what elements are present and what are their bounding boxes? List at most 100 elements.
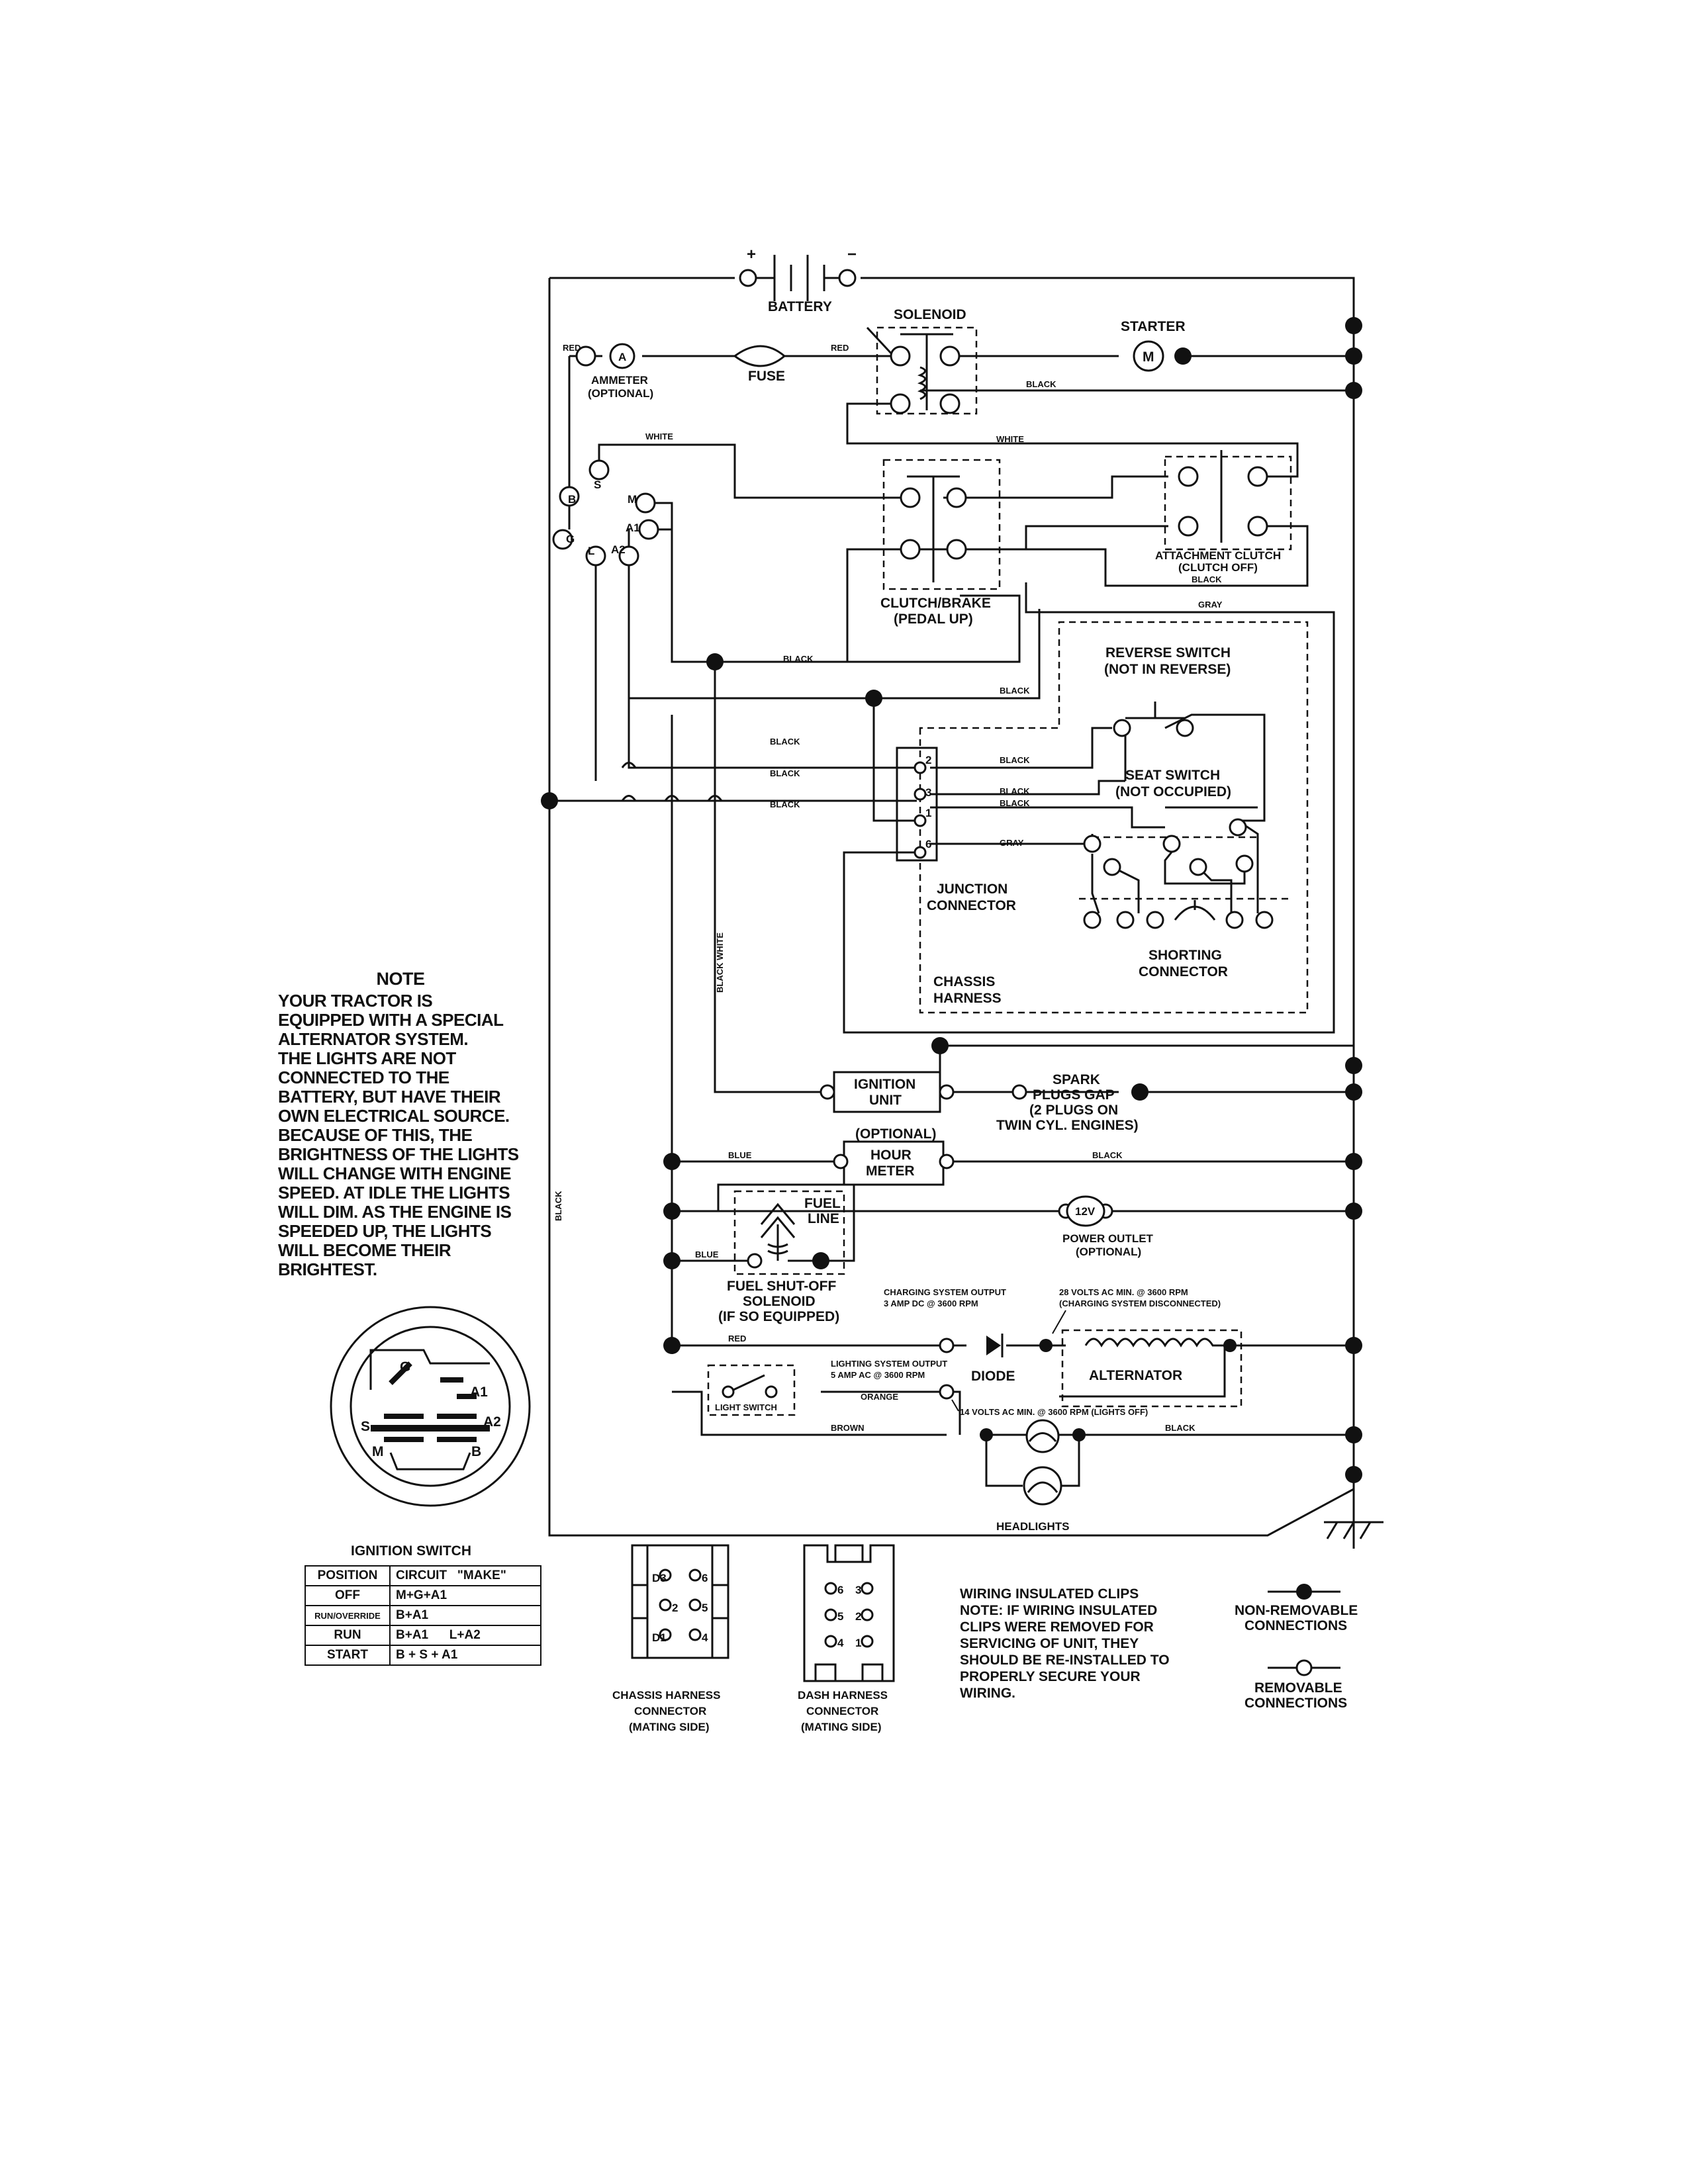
row-circuit: B+A1 L+A2 bbox=[389, 1625, 541, 1646]
diode-label: DIODE bbox=[971, 1369, 1015, 1384]
note-line: WILL DIM. AS THE ENGINE IS bbox=[278, 1202, 512, 1222]
fuel-line-label-1: FUEL bbox=[804, 1196, 841, 1211]
wiring-note-line-1: WIRING INSULATED CLIPS bbox=[960, 1586, 1139, 1602]
wiring-note-line-5: SHOULD BE RE-INSTALLED TO bbox=[960, 1653, 1170, 1668]
face-label-m: M bbox=[372, 1444, 384, 1459]
note-line: WILL BECOME THEIR bbox=[278, 1240, 451, 1260]
ammeter-symbol: A bbox=[618, 351, 626, 363]
wire-label-black-6: BLACK bbox=[770, 768, 800, 778]
junction-connector: 2 3 1 6 JUNCTION CONNECTOR bbox=[896, 747, 1016, 913]
note-line: SPEEDED UP, THE LIGHTS bbox=[278, 1221, 492, 1241]
connection-legend: NON-REMOVABLE CONNECTIONS REMOVABLE CONN… bbox=[1235, 1584, 1358, 1711]
wire-label-gray-1: GRAY bbox=[1198, 600, 1223, 610]
note-title: NOTE bbox=[376, 969, 425, 989]
row-position: START bbox=[305, 1645, 391, 1666]
light-switch-label: LIGHT SWITCH bbox=[715, 1402, 777, 1412]
legend-non-removable-1: NON-REMOVABLE bbox=[1235, 1603, 1358, 1618]
alternator-label: ALTERNATOR bbox=[1089, 1368, 1182, 1383]
ign-terminal-a1: A1 bbox=[626, 522, 640, 534]
row-circuit: B+A1 bbox=[389, 1605, 541, 1626]
wire-label-white-1: WHITE bbox=[645, 432, 673, 441]
wire-label-black-8: BLACK bbox=[1000, 755, 1030, 765]
chassis-connector-label-3: (MATING SIDE) bbox=[629, 1721, 710, 1733]
chassis-pin-6: 6 bbox=[702, 1572, 708, 1584]
main-wiring bbox=[548, 277, 1355, 1549]
dash-connector-label-2: CONNECTOR bbox=[806, 1705, 878, 1717]
hour-meter: (OPTIONAL) HOUR METER bbox=[833, 1126, 955, 1186]
row-circuit-value: B + S + A1 bbox=[396, 1648, 458, 1662]
solenoid-label: SOLENOID bbox=[894, 307, 966, 322]
lighting-output-label-2: 5 AMP AC @ 3600 RPM bbox=[831, 1370, 925, 1380]
chassis-harness: CHASSIS HARNESS bbox=[919, 621, 1309, 1014]
face-label-b: B bbox=[471, 1444, 481, 1459]
dash-pin-5: 5 bbox=[837, 1610, 843, 1623]
row-circuit-value: M+G+A1 bbox=[396, 1588, 447, 1602]
table-header-row: POSITION CIRCUIT "MAKE" bbox=[305, 1565, 541, 1586]
wire-label-black-2: BLACK bbox=[1192, 574, 1222, 584]
wire-label-black-12: BLACK bbox=[1165, 1423, 1196, 1433]
spark-label-2: PLUGS GAP bbox=[1033, 1087, 1115, 1103]
row-circuit-value: B+A1 bbox=[396, 1608, 429, 1622]
chassis-pin-2: 2 bbox=[672, 1602, 678, 1614]
seat-switch-sub: (NOT OCCUPIED) bbox=[1115, 784, 1231, 799]
fuel-solenoid-label-3: (IF SO EQUIPPED) bbox=[718, 1309, 839, 1324]
dash-pin-2: 2 bbox=[855, 1610, 861, 1623]
spark-label-1: SPARK bbox=[1053, 1072, 1100, 1087]
fuel-shutoff-solenoid: FUEL LINE FUEL SHUT-OFF SOLENOID (IF SO … bbox=[718, 1190, 845, 1324]
legend-removable-1: REMOVABLE bbox=[1254, 1680, 1342, 1696]
spark-label-4: TWIN CYL. ENGINES) bbox=[996, 1118, 1139, 1133]
ignition-unit: IGNITION UNIT bbox=[820, 1071, 955, 1113]
chassis-pin-5: 5 bbox=[702, 1602, 708, 1614]
lighting-output: LIGHTING SYSTEM OUTPUT 5 AMP AC @ 3600 R… bbox=[831, 1359, 1148, 1417]
note-line: THE LIGHTS ARE NOT bbox=[278, 1048, 456, 1068]
battery-minus: − bbox=[847, 246, 857, 263]
ignition-switch-table: POSITION CIRCUIT "MAKE" OFF M+G+A1 RUN/O… bbox=[305, 1565, 541, 1666]
junction-pin-3: 3 bbox=[925, 786, 931, 799]
dash-connector-label-1: DASH HARNESS bbox=[798, 1689, 888, 1702]
face-label-g: G bbox=[400, 1359, 410, 1375]
wiring-note-line-7: WIRING. bbox=[960, 1686, 1015, 1701]
row-circuit: B + S + A1 bbox=[389, 1645, 541, 1666]
chassis-connector-label-1: CHASSIS HARNESS bbox=[612, 1689, 720, 1702]
note-line: BRIGHTEST. bbox=[278, 1259, 377, 1279]
note-lines: YOUR TRACTOR IS EQUIPPED WITH A SPECIAL … bbox=[278, 991, 543, 1279]
wire-label-black-4: BLACK bbox=[1000, 686, 1030, 696]
battery-plus: + bbox=[747, 246, 756, 263]
alternator: ALTERNATOR bbox=[1061, 1329, 1243, 1408]
wiring-note-line-3: CLIPS WERE REMOVED FOR bbox=[960, 1619, 1154, 1635]
note-line: BECAUSE OF THIS, THE bbox=[278, 1125, 473, 1145]
fuel-solenoid-label-1: FUEL SHUT-OFF bbox=[727, 1279, 836, 1294]
wire-label-gray-2: GRAY bbox=[1000, 838, 1024, 848]
wire-label-red-2: RED bbox=[831, 343, 849, 353]
note-line: BRIGHTNESS OF THE LIGHTS bbox=[278, 1144, 519, 1164]
clutch-brake-label: CLUTCH/BRAKE bbox=[880, 596, 991, 611]
ignition-unit-label-2: UNIT bbox=[869, 1093, 902, 1108]
clutch-brake-switch: CLUTCH/BRAKE (PEDAL UP) bbox=[880, 459, 1001, 627]
chassis-pin-d3: D3 bbox=[652, 1572, 667, 1584]
dash-harness-connector: 6 3 5 2 4 1 DASH HARNESS CONNECTOR (MATI… bbox=[798, 1544, 895, 1733]
shorting-connector-label-2: CONNECTOR bbox=[1139, 964, 1228, 979]
note-line: WILL CHANGE WITH ENGINE bbox=[278, 1163, 512, 1183]
shorting-connector-label-1: SHORTING bbox=[1149, 948, 1222, 963]
dash-pin-3: 3 bbox=[855, 1584, 861, 1596]
wire-label-black-7: BLACK bbox=[770, 799, 800, 809]
table-row: START B + S + A1 bbox=[305, 1645, 541, 1666]
ign-terminal-l: L bbox=[588, 545, 594, 557]
ammeter-label: AMMETER bbox=[591, 374, 648, 387]
legend-non-removable-2: CONNECTIONS bbox=[1244, 1618, 1347, 1633]
face-label-s: S bbox=[361, 1419, 370, 1434]
battery: + − BATTERY bbox=[739, 246, 857, 314]
battery-label: BATTERY bbox=[768, 299, 832, 314]
hour-meter-optional: (OPTIONAL) bbox=[855, 1126, 936, 1142]
table-row: RUN B+A1 L+A2 bbox=[305, 1625, 541, 1646]
ignition-switch-schematic: S B M A1 G L A2 bbox=[552, 459, 659, 567]
junction-connector-label-1: JUNCTION bbox=[937, 882, 1008, 897]
row-position: RUN bbox=[305, 1625, 391, 1646]
seat-switch-label: SEAT SWITCH bbox=[1125, 768, 1220, 783]
chassis-harness-label-1: CHASSIS bbox=[933, 974, 995, 989]
row-circuit-extra: L+A2 bbox=[449, 1628, 481, 1642]
reverse-switch: REVERSE SWITCH (NOT IN REVERSE) bbox=[1104, 645, 1231, 737]
fuel-line-label-2: LINE bbox=[808, 1211, 839, 1226]
volts14-label: 14 VOLTS AC MIN. @ 3600 RPM (LIGHTS OFF) bbox=[960, 1407, 1148, 1417]
